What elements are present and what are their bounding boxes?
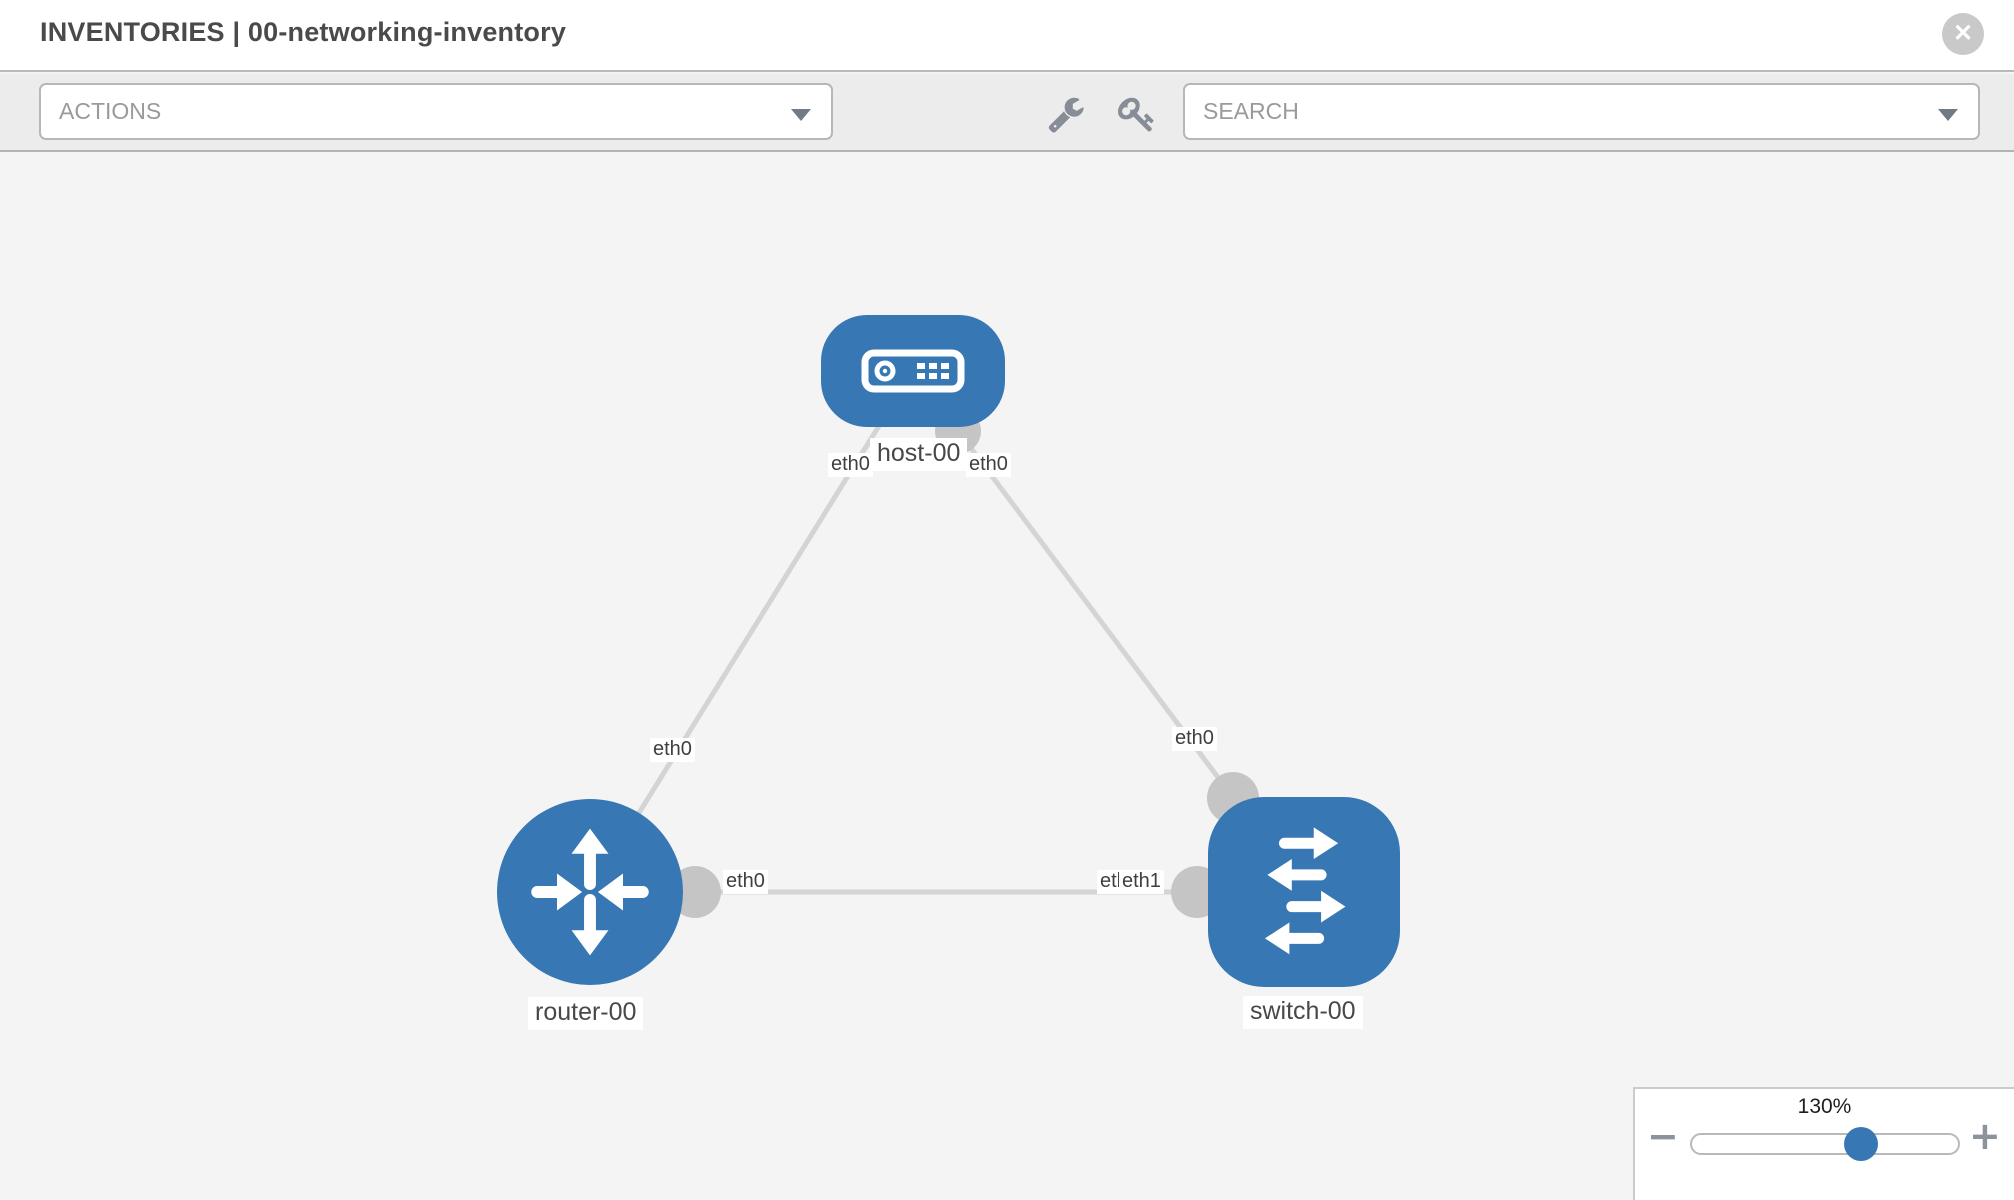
key-icon	[1118, 97, 1154, 132]
iface-label-router-side: eth0	[723, 870, 768, 894]
close-icon: ✕	[1952, 20, 1974, 47]
zoom-out-button[interactable]: −	[1647, 1114, 1679, 1158]
node-switch-00[interactable]	[1208, 797, 1400, 987]
iface-label-switch-side-over: eth1	[1119, 870, 1164, 894]
node-host-00[interactable]	[821, 315, 1005, 427]
zoom-level-value: 130%	[1797, 1095, 1852, 1118]
toolbar: ACTIONS SEARCH	[0, 74, 2014, 152]
close-button[interactable]: ✕	[1942, 13, 1984, 55]
router-icon	[531, 828, 649, 956]
header-bar: INVENTORIES | 00-networking-inventory ✕	[0, 0, 2014, 72]
switch-icon	[1264, 827, 1346, 955]
zoom-slider-thumb[interactable]	[1844, 1127, 1878, 1161]
search-dropdown-label: SEARCH	[1203, 98, 1299, 124]
actions-dropdown-label: ACTIONS	[59, 98, 162, 124]
iface-label-switch-upper: eth0	[1172, 727, 1217, 751]
zoom-in-button[interactable]: +	[1969, 1114, 2001, 1158]
zoom-slider-track[interactable]	[1690, 1127, 1960, 1161]
wrench-icon	[1048, 97, 1084, 133]
search-dropdown[interactable]: SEARCH	[1183, 83, 1980, 140]
zoom-control-panel: 130% − +	[1633, 1087, 2014, 1200]
label-host-00: host-00	[870, 438, 968, 471]
label-switch-00: switch-00	[1243, 996, 1363, 1029]
wrench-button[interactable]	[1047, 95, 1085, 133]
iface-label-router-upper: eth0	[650, 738, 695, 762]
node-router-00[interactable]	[497, 799, 683, 985]
actions-dropdown[interactable]: ACTIONS	[39, 83, 833, 140]
label-router-00: router-00	[528, 997, 644, 1030]
iface-label-host-right: eth0	[966, 453, 1011, 477]
chevron-down-icon	[1938, 109, 1958, 121]
chevron-down-icon	[791, 109, 811, 121]
key-button[interactable]	[1118, 95, 1156, 133]
page-title: INVENTORIES | 00-networking-inventory	[40, 17, 567, 47]
iface-label-host-left: eth0	[828, 453, 873, 477]
host-icon	[861, 349, 965, 393]
